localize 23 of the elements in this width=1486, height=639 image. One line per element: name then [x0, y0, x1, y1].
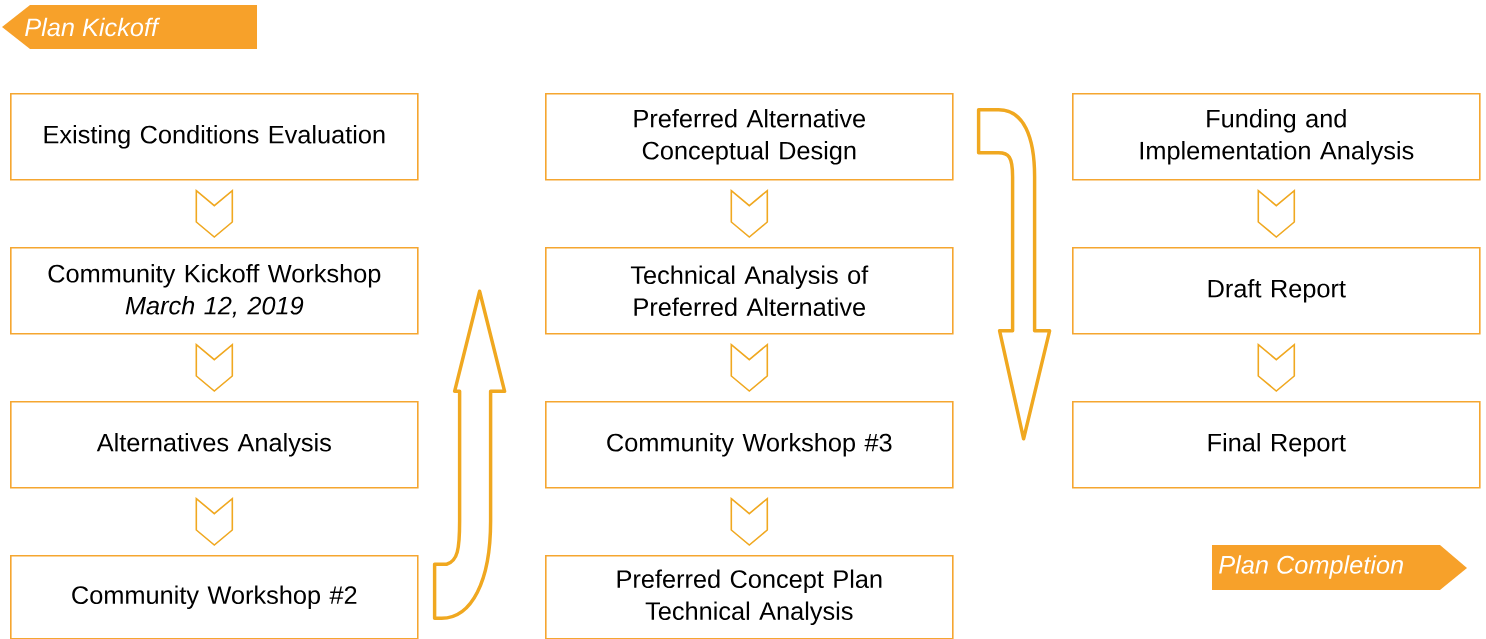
- chevron-arrow: [730, 342, 769, 393]
- chevron-arrow: [195, 342, 234, 393]
- bent-arrow: [432, 289, 507, 621]
- process-box: Alternatives Analysis: [10, 401, 419, 489]
- milestone-banner: Plan Kickoff: [2, 5, 257, 49]
- process-box: Final Report: [1072, 401, 1481, 489]
- bent-arrow: [976, 108, 1052, 441]
- process-box: Existing Conditions Evaluation: [10, 93, 419, 181]
- process-box: Community Workshop #2: [10, 555, 419, 639]
- process-box: Community Workshop #3: [545, 401, 954, 489]
- milestone-banner: Plan Completion: [1212, 545, 1467, 590]
- process-box: Community Kickoff Workshop March 12, 2019: [10, 247, 419, 335]
- process-box: Draft Report: [1072, 247, 1481, 335]
- process-box: Technical Analysis of Preferred Alternative: [545, 247, 954, 335]
- chevron-arrow: [730, 496, 769, 547]
- chevron-arrow: [195, 496, 234, 547]
- chevron-arrow: [1257, 188, 1296, 239]
- chevron-arrow: [195, 188, 234, 239]
- chevron-arrow: [1257, 342, 1296, 393]
- process-box: Preferred Alternative Conceptual Design: [545, 93, 954, 181]
- process-box: Funding and Implementation Analysis: [1072, 93, 1481, 181]
- chevron-arrow: [730, 188, 769, 239]
- process-box: Preferred Concept Plan Technical Analysis: [545, 555, 954, 639]
